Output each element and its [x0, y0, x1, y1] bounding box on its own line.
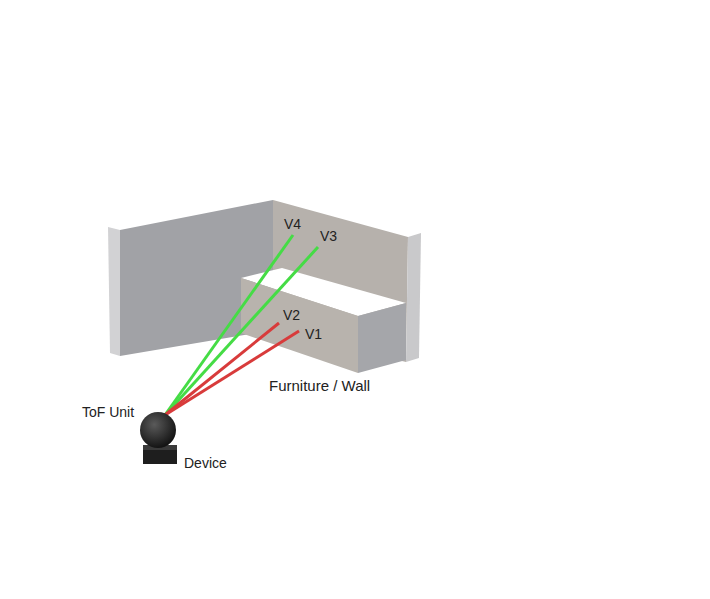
ray-miss: [165, 323, 279, 415]
wall-edge: [406, 233, 421, 362]
node-label: Device: [184, 455, 227, 471]
furniture-front: [241, 278, 358, 373]
ray-label: V1: [305, 326, 322, 342]
furniture-side: [358, 303, 406, 373]
sphere: [140, 412, 176, 448]
sensor-sphere: ToF Unit: [80, 400, 180, 450]
ray-label: V3: [320, 228, 337, 244]
device-body: [143, 449, 177, 464]
ray-label: V2: [283, 307, 300, 323]
part-label: Furniture / Wall: [269, 378, 370, 394]
ray-label: V4: [284, 216, 301, 232]
device-top: [143, 445, 177, 450]
wall-edge: [108, 227, 120, 356]
ray-miss: [165, 331, 299, 415]
node-label: ToF Unit: [82, 404, 134, 420]
